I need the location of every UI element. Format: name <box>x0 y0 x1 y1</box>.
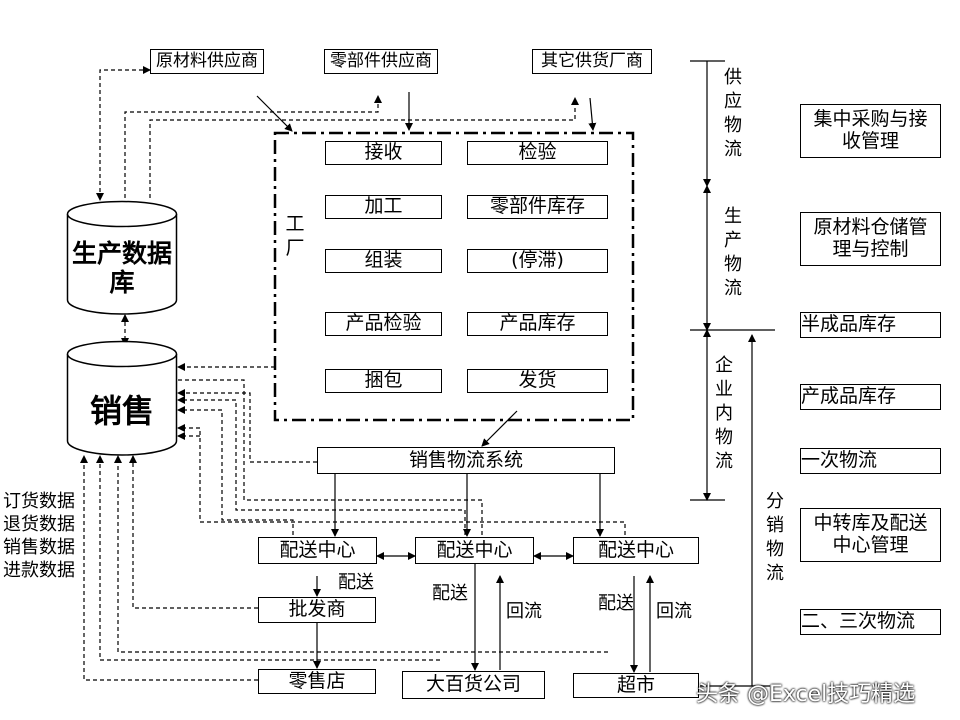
mgmt-raw-material-storage: 原材料仓储管理与控制 <box>800 212 941 266</box>
mgmt-transfer-distribution: 中转库及配送中心管理 <box>800 508 941 562</box>
stage-internal-logistics: 企业内物流 <box>715 355 733 472</box>
supplier-raw-materials: 原材料供应商 <box>150 49 264 74</box>
step-process: 加工 <box>325 195 442 219</box>
step-ship: 发货 <box>467 369 608 393</box>
step-parts-stock: 零部件库存 <box>467 195 608 219</box>
step-stall: (停滞) <box>467 249 608 273</box>
factory-frame <box>273 131 635 422</box>
step-receive: 接收 <box>325 141 442 165</box>
distribution-center-1: 配送中心 <box>258 537 377 564</box>
step-product-inspect: 产品检验 <box>325 312 442 336</box>
supplier-other: 其它供货厂商 <box>532 49 652 74</box>
distribution-center-2: 配送中心 <box>415 537 534 564</box>
sales-database: 销售 <box>89 392 154 430</box>
flow-label-deliver-department: 配送 <box>432 583 468 604</box>
sales-database-icon <box>66 340 178 456</box>
channel-department-store: 大百货公司 <box>402 671 545 699</box>
supplier-parts: 零部件供应商 <box>324 49 438 74</box>
data-label-orders: 订货数据 <box>3 491 75 512</box>
production-database-icon <box>66 200 178 315</box>
mgmt-finished-stock: 产成品库存 <box>800 384 941 410</box>
mgmt-procurement: 集中采购与接收管理 <box>800 104 941 158</box>
flow-label-deliver-wholesaler: 配送 <box>338 572 374 593</box>
stage-distribution-logistics: 分销物流 <box>766 491 784 584</box>
step-assemble: 组装 <box>325 249 442 273</box>
mgmt-secondary-tertiary-logistics: 二、三次物流 <box>800 609 941 635</box>
factory-label: 工厂 <box>285 213 305 259</box>
data-label-payments: 进款数据 <box>3 560 75 581</box>
step-inspect: 检验 <box>467 141 608 165</box>
distribution-center-3: 配送中心 <box>573 537 699 564</box>
channel-supermarket: 超市 <box>573 673 699 698</box>
production-database: 生产数据库 <box>71 239 172 297</box>
step-product-stock: 产品库存 <box>467 312 608 336</box>
flow-label-return-supermarket: 回流 <box>656 601 692 622</box>
flow-label-return-department: 回流 <box>506 601 542 622</box>
stage-supply-logistics: 供应物流 <box>724 67 742 160</box>
stage-production-logistics: 生产物流 <box>724 206 742 299</box>
flow-label-deliver-supermarket: 配送 <box>598 593 634 614</box>
data-label-returns: 退货数据 <box>3 514 75 535</box>
channel-wholesaler: 批发商 <box>258 597 376 623</box>
data-label-sales: 销售数据 <box>3 537 75 558</box>
channel-retail-store: 零售店 <box>258 669 376 694</box>
mgmt-primary-logistics: 一次物流 <box>800 448 941 474</box>
watermark: 头条 @Excel技巧精选 <box>696 682 916 707</box>
sales-logistics-system: 销售物流系统 <box>317 447 615 474</box>
mgmt-semi-finished-stock: 半成品库存 <box>800 312 941 338</box>
step-bundle: 捆包 <box>325 369 442 393</box>
